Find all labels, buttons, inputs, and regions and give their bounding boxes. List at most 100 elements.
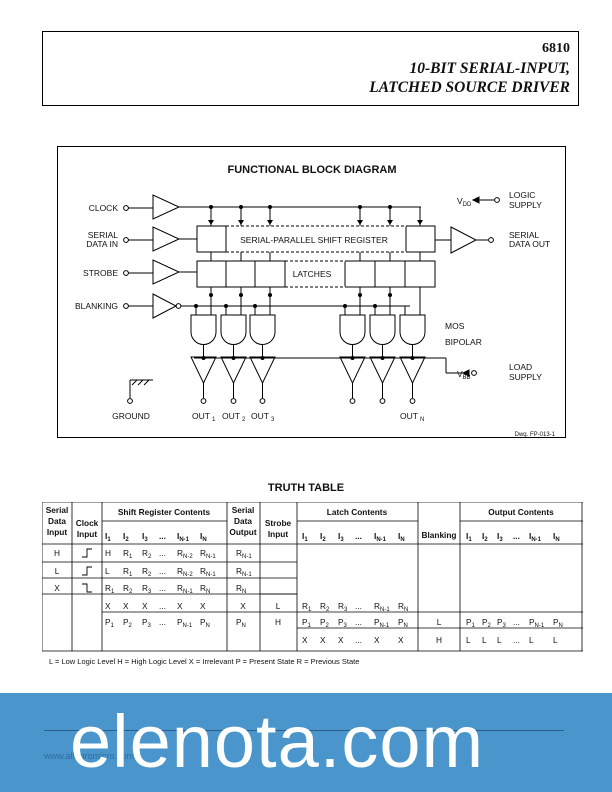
truth-table-title: TRUTH TABLE — [267, 482, 345, 494]
watermark-brand: elenota.com — [70, 700, 485, 783]
data-in-buffer — [152, 226, 181, 252]
serial-output-cell: RN — [236, 583, 246, 595]
shift-cell: RN-1 — [200, 548, 216, 560]
and-gate-n-1 — [369, 314, 396, 345]
header-serial-data-output: Output — [229, 527, 256, 537]
output-cell: L — [553, 635, 558, 645]
column-label: IN — [200, 531, 207, 543]
output-cell: L — [482, 635, 487, 645]
shift-cell: R2 — [142, 566, 152, 578]
column-label: I1 — [302, 531, 308, 543]
latch-cell: ... — [355, 635, 362, 645]
blanking-cell: L — [437, 617, 442, 627]
clock-rising-edge-icon — [82, 548, 92, 558]
vdd-label: VDD — [457, 196, 472, 208]
column-label: I1 — [466, 531, 472, 543]
and-gate-n-2 — [339, 314, 366, 345]
shift-cell: P1 — [105, 617, 115, 629]
serial-data-out-label-2: DATA OUT — [509, 239, 550, 249]
blanking-inverter-bubble — [175, 303, 182, 309]
latch-cell: P1 — [302, 617, 312, 629]
shift-cell: R1 — [105, 583, 115, 595]
shift-cell: L — [105, 566, 110, 576]
truth-table-legend: L = Low Logic Level H = High Logic Level… — [49, 657, 360, 666]
driver-n-1 — [369, 356, 396, 385]
serial-input-cell: H — [54, 548, 60, 558]
mos-label: MOS — [445, 321, 465, 331]
vbb-label: VBB — [457, 369, 471, 381]
shift-cell: PN-1 — [177, 617, 193, 629]
output-cell: P1 — [466, 617, 476, 629]
output-cell: L — [466, 635, 471, 645]
clock-buffer — [152, 194, 181, 220]
shift-cell: RN-1 — [177, 583, 193, 595]
output-cell: P3 — [497, 617, 507, 629]
column-label: I2 — [320, 531, 326, 543]
column-label: IN — [553, 531, 560, 543]
shift-cell: P2 — [123, 617, 133, 629]
watermark-banner: www.allegromicro.com elenota.com — [0, 693, 612, 792]
shift-cell: PN — [200, 617, 210, 629]
header-box: 6810 10-BIT SERIAL-INPUT, LATCHED SOURCE… — [42, 31, 579, 106]
serial-data-out-label-1: SERIAL — [509, 230, 540, 240]
serial-input-cell: L — [55, 566, 60, 576]
shift-cell: R2 — [142, 548, 152, 560]
shift-cell: ... — [159, 566, 166, 576]
strobe-cell: H — [275, 617, 281, 627]
shift-cell: X — [200, 601, 206, 611]
shift-cell: ... — [159, 548, 166, 558]
serial-data-in-label-1: SERIAL — [88, 230, 119, 240]
part-number: 6810 — [542, 41, 570, 56]
banner-divider — [44, 730, 564, 731]
column-label: IN-1 — [529, 531, 542, 543]
load-supply-label-2: SUPPLY — [509, 372, 542, 382]
latch-cell: X — [398, 635, 404, 645]
latch-cell: ... — [355, 617, 362, 627]
latch-cell: X — [302, 635, 308, 645]
output-cell: L — [497, 635, 502, 645]
strobe-label: STROBE — [83, 268, 118, 278]
header-blanking: Blanking — [421, 530, 456, 540]
output-cell: ... — [513, 635, 520, 645]
column-label: IN — [398, 531, 405, 543]
output-cell: ... — [513, 617, 520, 627]
and-gate-n — [399, 314, 426, 345]
header-clock-input: Clock — [76, 518, 99, 528]
serial-input-cell: X — [54, 583, 60, 593]
header-strobe-input: Input — [268, 529, 289, 539]
shift-register-label: SERIAL-PARALLEL SHIFT REGISTER — [240, 235, 388, 245]
column-label: I3 — [497, 531, 503, 543]
ground-label: GROUND — [112, 411, 150, 421]
latches-label: LATCHES — [293, 269, 332, 279]
blanking-label: BLANKING — [75, 301, 118, 311]
column-label: ... — [355, 531, 362, 541]
title-line-2: LATCHED SOURCE DRIVER — [369, 79, 570, 96]
title-line-1: 10-BIT SERIAL-INPUT, — [409, 60, 570, 77]
latch-cell: X — [338, 635, 344, 645]
driver-1 — [190, 356, 217, 385]
column-label: I1 — [105, 531, 111, 543]
blanking-buffer — [152, 293, 178, 319]
header-serial-data-output: Data — [234, 516, 252, 526]
shift-cell: P3 — [142, 617, 152, 629]
latch-cell: ... — [355, 601, 362, 611]
output-cell: L — [529, 635, 534, 645]
header-clock-input: Input — [77, 529, 98, 539]
latch-cell: RN-1 — [374, 601, 390, 613]
shift-cell: X — [123, 601, 129, 611]
latch-cell: X — [374, 635, 380, 645]
shift-cell: R1 — [123, 548, 133, 560]
shift-cell: ... — [159, 601, 166, 611]
drawing-number: Dwg. FP-013-1 — [515, 432, 556, 438]
blanking-cell: H — [436, 635, 442, 645]
header-shift-register: Shift Register Contents — [118, 507, 211, 517]
header-serial-data-input: Input — [47, 527, 68, 537]
driver-n — [399, 356, 426, 385]
latch-cell: R2 — [320, 601, 330, 613]
shift-cell: H — [105, 548, 111, 558]
latch-cell: X — [320, 635, 326, 645]
header-serial-data-input: Serial — [46, 505, 69, 515]
latch-cell: P2 — [320, 617, 330, 629]
